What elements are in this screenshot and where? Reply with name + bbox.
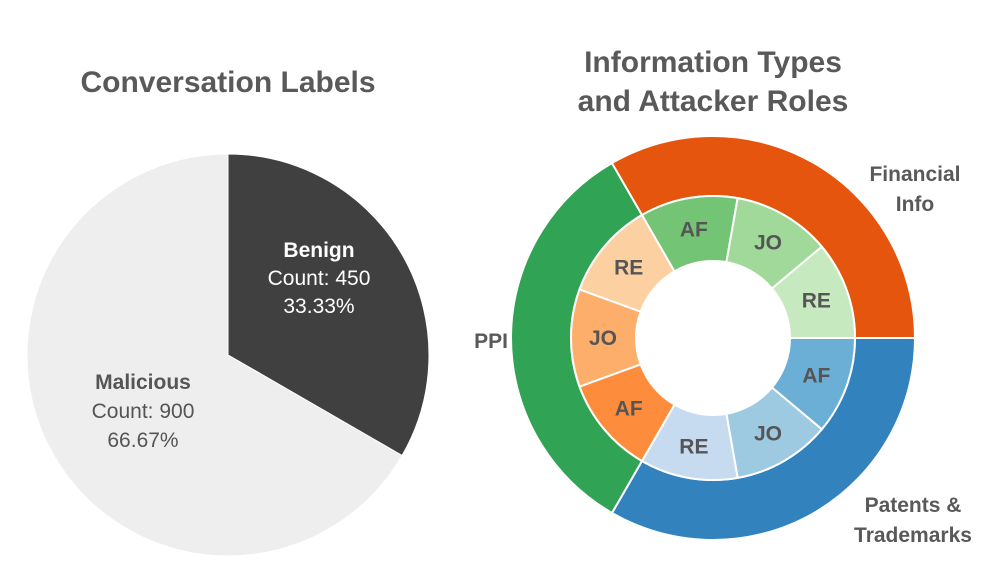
inner-label-financial-info-jo: JO xyxy=(754,422,782,445)
malicious-label: Malicious xyxy=(95,371,191,394)
donut-inner-labels: AF JO RE AF JO RE AF JO RE xyxy=(589,219,831,459)
malicious-count: Count: 900 xyxy=(92,400,195,423)
donut-title-line-1: Information Types xyxy=(584,46,842,79)
donut-inner-ring xyxy=(570,195,857,481)
inner-label-patents-trademarks-jo: JO xyxy=(754,232,782,255)
outer-label-patents-line-2: Trademarks xyxy=(854,524,972,547)
outer-label-financial-line-1: Financial xyxy=(869,163,960,186)
pie-slices xyxy=(26,153,430,557)
outer-label-ppi: PPI xyxy=(474,330,508,353)
inner-label-financial-info-af: AF xyxy=(802,365,830,388)
inner-wedge-patents-trademarks-re xyxy=(770,245,857,339)
inner-label-patents-trademarks-re: RE xyxy=(802,289,831,312)
conversation-labels-chart: Conversation Labels Benign Count: 450 33… xyxy=(26,66,430,557)
inner-label-ppi-jo: JO xyxy=(589,327,617,350)
benign-percent: 33.33% xyxy=(283,295,354,318)
info-types-chart: Information Types and Attacker Roles AF J… xyxy=(474,46,972,547)
inner-label-ppi-af: AF xyxy=(615,398,643,421)
pie-title: Conversation Labels xyxy=(80,66,375,99)
malicious-percent: 66.67% xyxy=(107,429,178,452)
donut-title-line-2: and Attacker Roles xyxy=(578,85,849,118)
inner-label-ppi-re: RE xyxy=(614,256,643,279)
pie-slice-malicious xyxy=(26,153,403,557)
outer-label-financial-line-2: Info xyxy=(896,193,934,216)
outer-label-patents-line-1: Patents & xyxy=(865,494,962,517)
pie-slice-benign xyxy=(227,153,430,457)
inner-label-patents-trademarks-af: AF xyxy=(680,219,708,242)
inner-label-financial-info-re: RE xyxy=(679,435,708,458)
benign-count: Count: 450 xyxy=(268,267,371,290)
benign-label: Benign xyxy=(283,239,354,262)
